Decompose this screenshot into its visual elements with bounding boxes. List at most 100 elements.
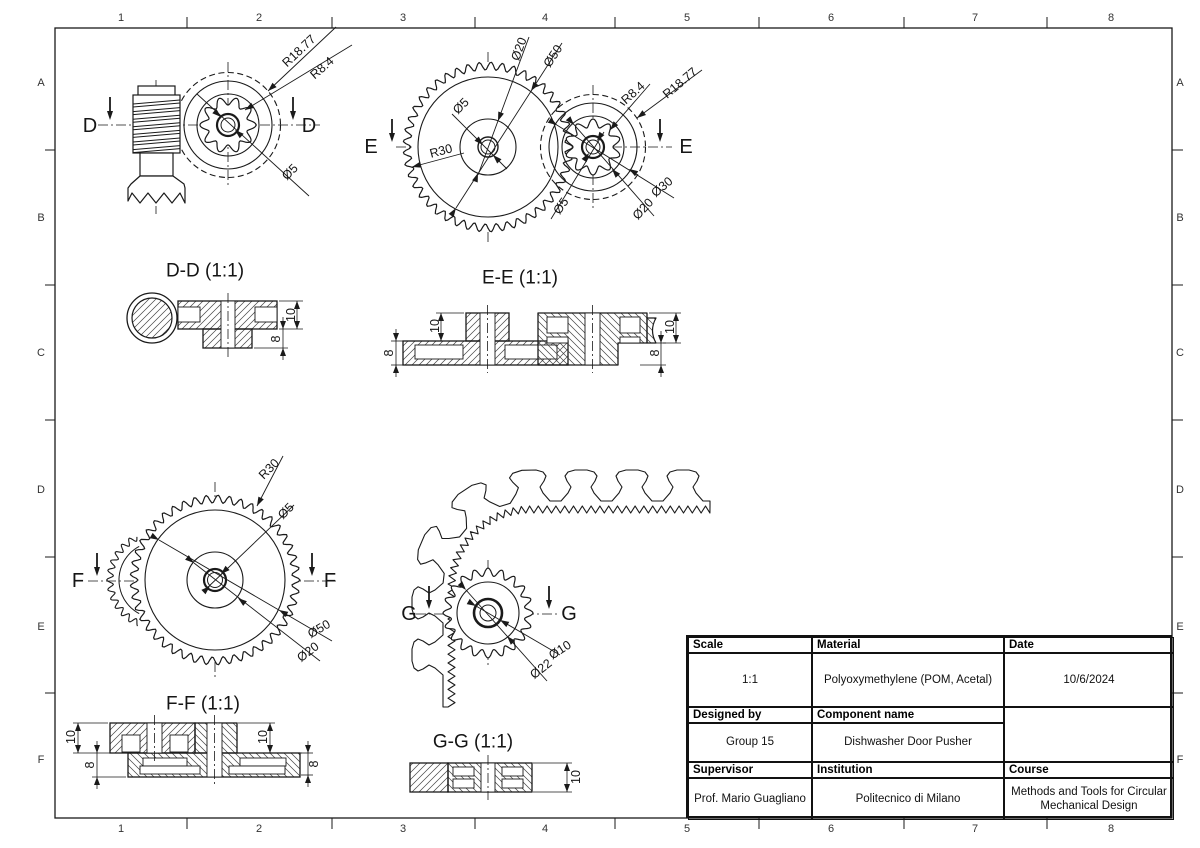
designed-by-value: Group 15: [726, 736, 774, 749]
annotation-vF_d50: Ø50: [305, 617, 333, 641]
scale-label: Scale: [689, 638, 811, 654]
zone-col-top-2: 2: [256, 12, 262, 24]
component-name-label: Component name: [813, 708, 1003, 724]
zone-row-label-A: A: [37, 77, 45, 89]
annotation-ee_8L: 8: [382, 349, 396, 356]
title-block-cell-component: Component name Dishwasher Door Pusher: [812, 707, 1004, 762]
zone-col-top-5: 5: [684, 12, 690, 24]
zone-row-label-D: D: [1176, 484, 1184, 496]
zone-row-label-B: B: [1176, 212, 1183, 224]
section-view-g-g: [409, 755, 572, 800]
title-block-cell-supervisor: Supervisor Prof. Mario Guagliano: [688, 762, 812, 820]
zone-col-top-4: 4: [542, 12, 548, 24]
annotation-ee_10L: 10: [428, 319, 442, 333]
annotation-secD_left: D: [83, 115, 97, 137]
component-name-value: Dishwasher Door Pusher: [844, 736, 972, 749]
annotation-secF_left: F: [72, 570, 84, 592]
institution-label: Institution: [813, 763, 1003, 779]
annotation-vF_r30: R30: [256, 456, 282, 482]
zone-col-top-1: 1: [118, 12, 124, 24]
annotation-secE_left: E: [364, 136, 377, 158]
title-block-cell-empty: [1004, 707, 1174, 762]
title-block-cell-course: Course Methods and Tools for Circular Me…: [1004, 762, 1174, 820]
annotation-secG_left: G: [401, 603, 417, 625]
view-rack-and-pinion: [411, 469, 711, 708]
section-view-d-d: [126, 292, 303, 360]
zone-col-bot-8: 8: [1108, 823, 1114, 835]
supervisor-label: Supervisor: [689, 763, 811, 779]
zone-row-label-C: C: [1176, 347, 1184, 359]
annotation-vD_r84: R8.4: [307, 54, 336, 82]
zone-col-bot-4: 4: [542, 823, 548, 835]
title-block-cell-material: Material Polyoxymethylene (POM, Acetal): [812, 637, 1004, 707]
annotation-vE_r1877: R18.77: [660, 65, 700, 102]
supervisor-value: Prof. Mario Guagliano: [694, 792, 806, 805]
view-worm-gear-assembly: [98, 26, 353, 214]
title-block: Scale 1:1 Material Polyoxymethylene (POM…: [686, 635, 1174, 820]
annotation-vE_d5b: Ø5: [550, 195, 571, 217]
annotation-vE_r30: R30: [428, 141, 454, 160]
title-block-cell-scale: Scale 1:1: [688, 637, 812, 707]
zone-row-label-E: E: [1176, 621, 1183, 633]
zone-col-bot-3: 3: [400, 823, 406, 835]
annotation-vE_d20: Ø20: [508, 35, 529, 62]
annotation-dd_title: D-D (1:1): [166, 261, 244, 282]
annotation-secD_right: D: [302, 115, 316, 137]
zone-row-label-F: F: [1177, 754, 1184, 766]
view-gear-pair: [389, 36, 703, 245]
annotation-ff_10R: 10: [256, 730, 270, 744]
annotation-ff_title: F-F (1:1): [166, 694, 240, 715]
annotation-vD_r1877: R18.77: [279, 32, 318, 70]
annotation-dd_10: 10: [284, 308, 298, 322]
annotation-vG_d10: Ø10: [546, 638, 573, 663]
material-value: Polyoxymethylene (POM, Acetal): [823, 673, 993, 686]
annotation-vD_d5: Ø5: [279, 161, 301, 183]
zone-col-bot-5: 5: [684, 823, 690, 835]
annotation-gg_title: G-G (1:1): [433, 732, 513, 753]
annotation-ff_10L: 10: [64, 730, 78, 744]
zone-row-label-F: F: [38, 754, 45, 766]
annotation-vG_d22: Ø22: [527, 656, 554, 682]
annotation-secG_right: G: [561, 603, 577, 625]
section-view-e-e: [391, 305, 681, 377]
scale-value: 1:1: [742, 673, 758, 686]
annotation-vE_d50: Ø50: [541, 42, 566, 69]
zone-row-label-E: E: [37, 621, 44, 633]
annotation-secE_right: E: [679, 136, 692, 158]
annotation-ee_10R: 10: [663, 320, 677, 334]
annotation-ee_8R: 8: [648, 349, 662, 356]
course-value: Methods and Tools for Circular Mechanica…: [1011, 785, 1167, 812]
annotation-ff_8R: 8: [307, 760, 321, 767]
view-large-gear: [88, 455, 336, 680]
annotation-dd_8: 8: [269, 335, 283, 342]
zone-col-top-6: 6: [828, 12, 834, 24]
title-block-cell-institution: Institution Politecnico di Milano: [812, 762, 1004, 820]
zone-col-bot-7: 7: [972, 823, 978, 835]
annotation-vE_d20b: Ø20: [630, 196, 656, 223]
institution-value: Politecnico di Milano: [855, 792, 961, 805]
zone-col-top-8: 8: [1108, 12, 1114, 24]
annotation-vE_r84: R8.4: [619, 79, 648, 107]
annotation-ff_8L: 8: [83, 761, 97, 768]
date-value: 10/6/2024: [1063, 673, 1115, 686]
material-label: Material: [813, 638, 1003, 654]
designed-by-label: Designed by: [689, 708, 811, 724]
date-label: Date: [1005, 638, 1173, 654]
annotation-vF_d20: Ø20: [294, 639, 321, 664]
zone-row-label-B: B: [37, 212, 44, 224]
zone-col-top-3: 3: [400, 12, 406, 24]
annotation-gg_10: 10: [569, 770, 583, 784]
zone-row-label-A: A: [1176, 77, 1184, 89]
zone-col-bot-1: 1: [118, 823, 124, 835]
annotation-ee_title: E-E (1:1): [482, 268, 558, 289]
annotation-vF_d5: Ø5: [275, 500, 297, 522]
zone-row-label-D: D: [37, 484, 45, 496]
annotation-secF_right: F: [324, 570, 336, 592]
title-block-cell-date: Date 10/6/2024: [1004, 637, 1174, 707]
zone-col-bot-2: 2: [256, 823, 262, 835]
title-block-cell-designed-by: Designed by Group 15: [688, 707, 812, 762]
section-view-f-f: [73, 715, 313, 789]
zone-col-top-7: 7: [972, 12, 978, 24]
